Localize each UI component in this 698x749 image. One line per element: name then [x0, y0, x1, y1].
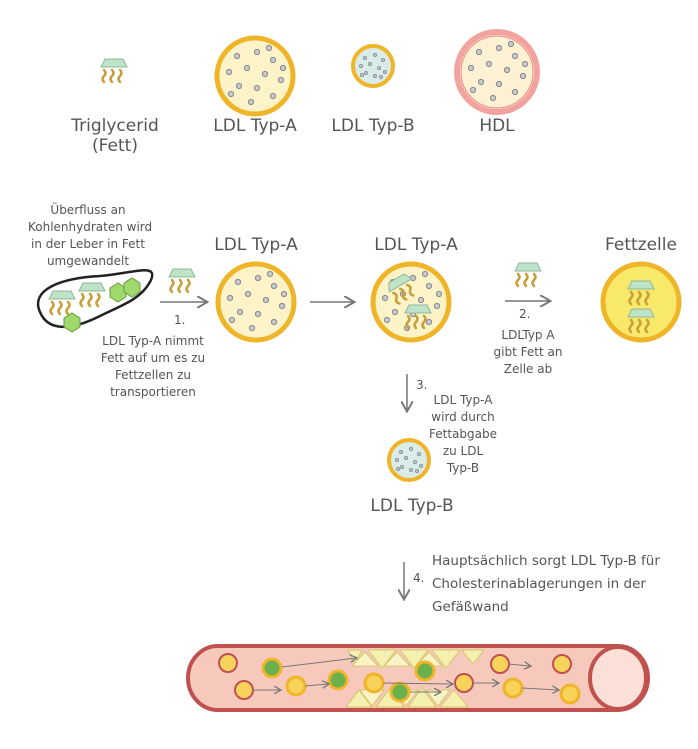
legend-ldl-a-label: LDL Typ-A	[213, 116, 297, 136]
legend-ldl-b-icon	[351, 44, 395, 88]
step3-line: zu LDL	[442, 444, 484, 458]
legend-triglyceride-text: Triglycerid	[71, 116, 159, 136]
step3-line: Fettabgabe	[429, 427, 497, 441]
step3-line: LDL Typ-A	[433, 393, 493, 407]
step1-text: LDL Typ-A nimmt Fett auf um es zu Fettze…	[98, 333, 208, 401]
liver-note-line: in der Leber in Fett	[31, 237, 145, 251]
fat-molecule-step2-icon	[513, 261, 543, 288]
step4-line: Gefäßwand	[432, 599, 509, 615]
legend-triglyceride-sub: (Fett)	[92, 136, 138, 156]
step2-line: gibt Fett an	[493, 345, 563, 359]
step4-line: Hauptsächlich sorgt LDL Typ-B für	[432, 553, 660, 569]
legend-hdl-label: HDL	[479, 116, 515, 136]
step3-number: 3.	[416, 378, 428, 392]
step1-line: LDL Typ-A nimmt	[102, 334, 204, 348]
legend-triglyceride-icon	[99, 57, 129, 84]
step3-line: wird durch	[431, 410, 495, 424]
step4-number: 4.	[413, 571, 425, 585]
step2-text: LDLTyp A gibt Fett an Zelle ab	[478, 327, 578, 378]
liver-note-line: Überfluss an	[50, 203, 126, 217]
ldl-b-particle	[387, 438, 431, 482]
step1-line: transportieren	[110, 385, 196, 399]
legend-ldl-a-icon	[214, 35, 296, 117]
plaque-deposit-bottom	[344, 687, 470, 708]
ldl-b-title: LDL Typ-B	[370, 496, 454, 516]
legend-hdl-icon	[454, 29, 540, 115]
liver-note: Überfluss an Kohlenhydraten wird in der …	[28, 202, 153, 270]
step2-line: LDLTyp A	[501, 328, 555, 342]
liver-shape	[36, 269, 154, 333]
hexagon-icon	[63, 277, 141, 333]
fat-cell	[600, 261, 682, 343]
step1-line: Fettzellen zu	[114, 368, 192, 382]
step2-number: 2.	[519, 307, 531, 321]
ldl-a-title-2: LDL Typ-A	[374, 235, 458, 255]
step1-number: 1.	[174, 313, 186, 327]
step2-line: Zelle ab	[503, 362, 553, 376]
step1-line: Fett auf um es zu	[100, 351, 206, 365]
ldl-a-particle-with-fat	[370, 261, 452, 343]
vessel-particles	[218, 653, 581, 705]
liver-note-line: umgewandelt	[46, 254, 130, 268]
step3-line: Typ-B	[446, 461, 480, 475]
blood-vessel	[186, 644, 650, 712]
flow-arrows	[252, 658, 558, 692]
ldl-a-particle-1	[215, 261, 297, 343]
plaque-deposit-top	[347, 649, 486, 669]
fat-molecule-step1-icon	[167, 267, 197, 294]
liver-note-line: Kohlenhydraten wird	[28, 220, 153, 234]
fettzelle-title: Fettzelle	[605, 235, 677, 255]
step4-line: Cholesterinablagerungen in der	[432, 576, 646, 592]
step3-text: LDL Typ-A wird durch Fettabgabe zu LDL T…	[420, 392, 506, 477]
ldl-a-title-1: LDL Typ-A	[214, 235, 298, 255]
legend-triglyceride-label: Triglycerid (Fett)	[55, 116, 175, 156]
step4-text: Hauptsächlich sorgt LDL Typ-B für Choles…	[432, 550, 694, 619]
legend-ldl-b-label: LDL Typ-B	[331, 116, 415, 136]
